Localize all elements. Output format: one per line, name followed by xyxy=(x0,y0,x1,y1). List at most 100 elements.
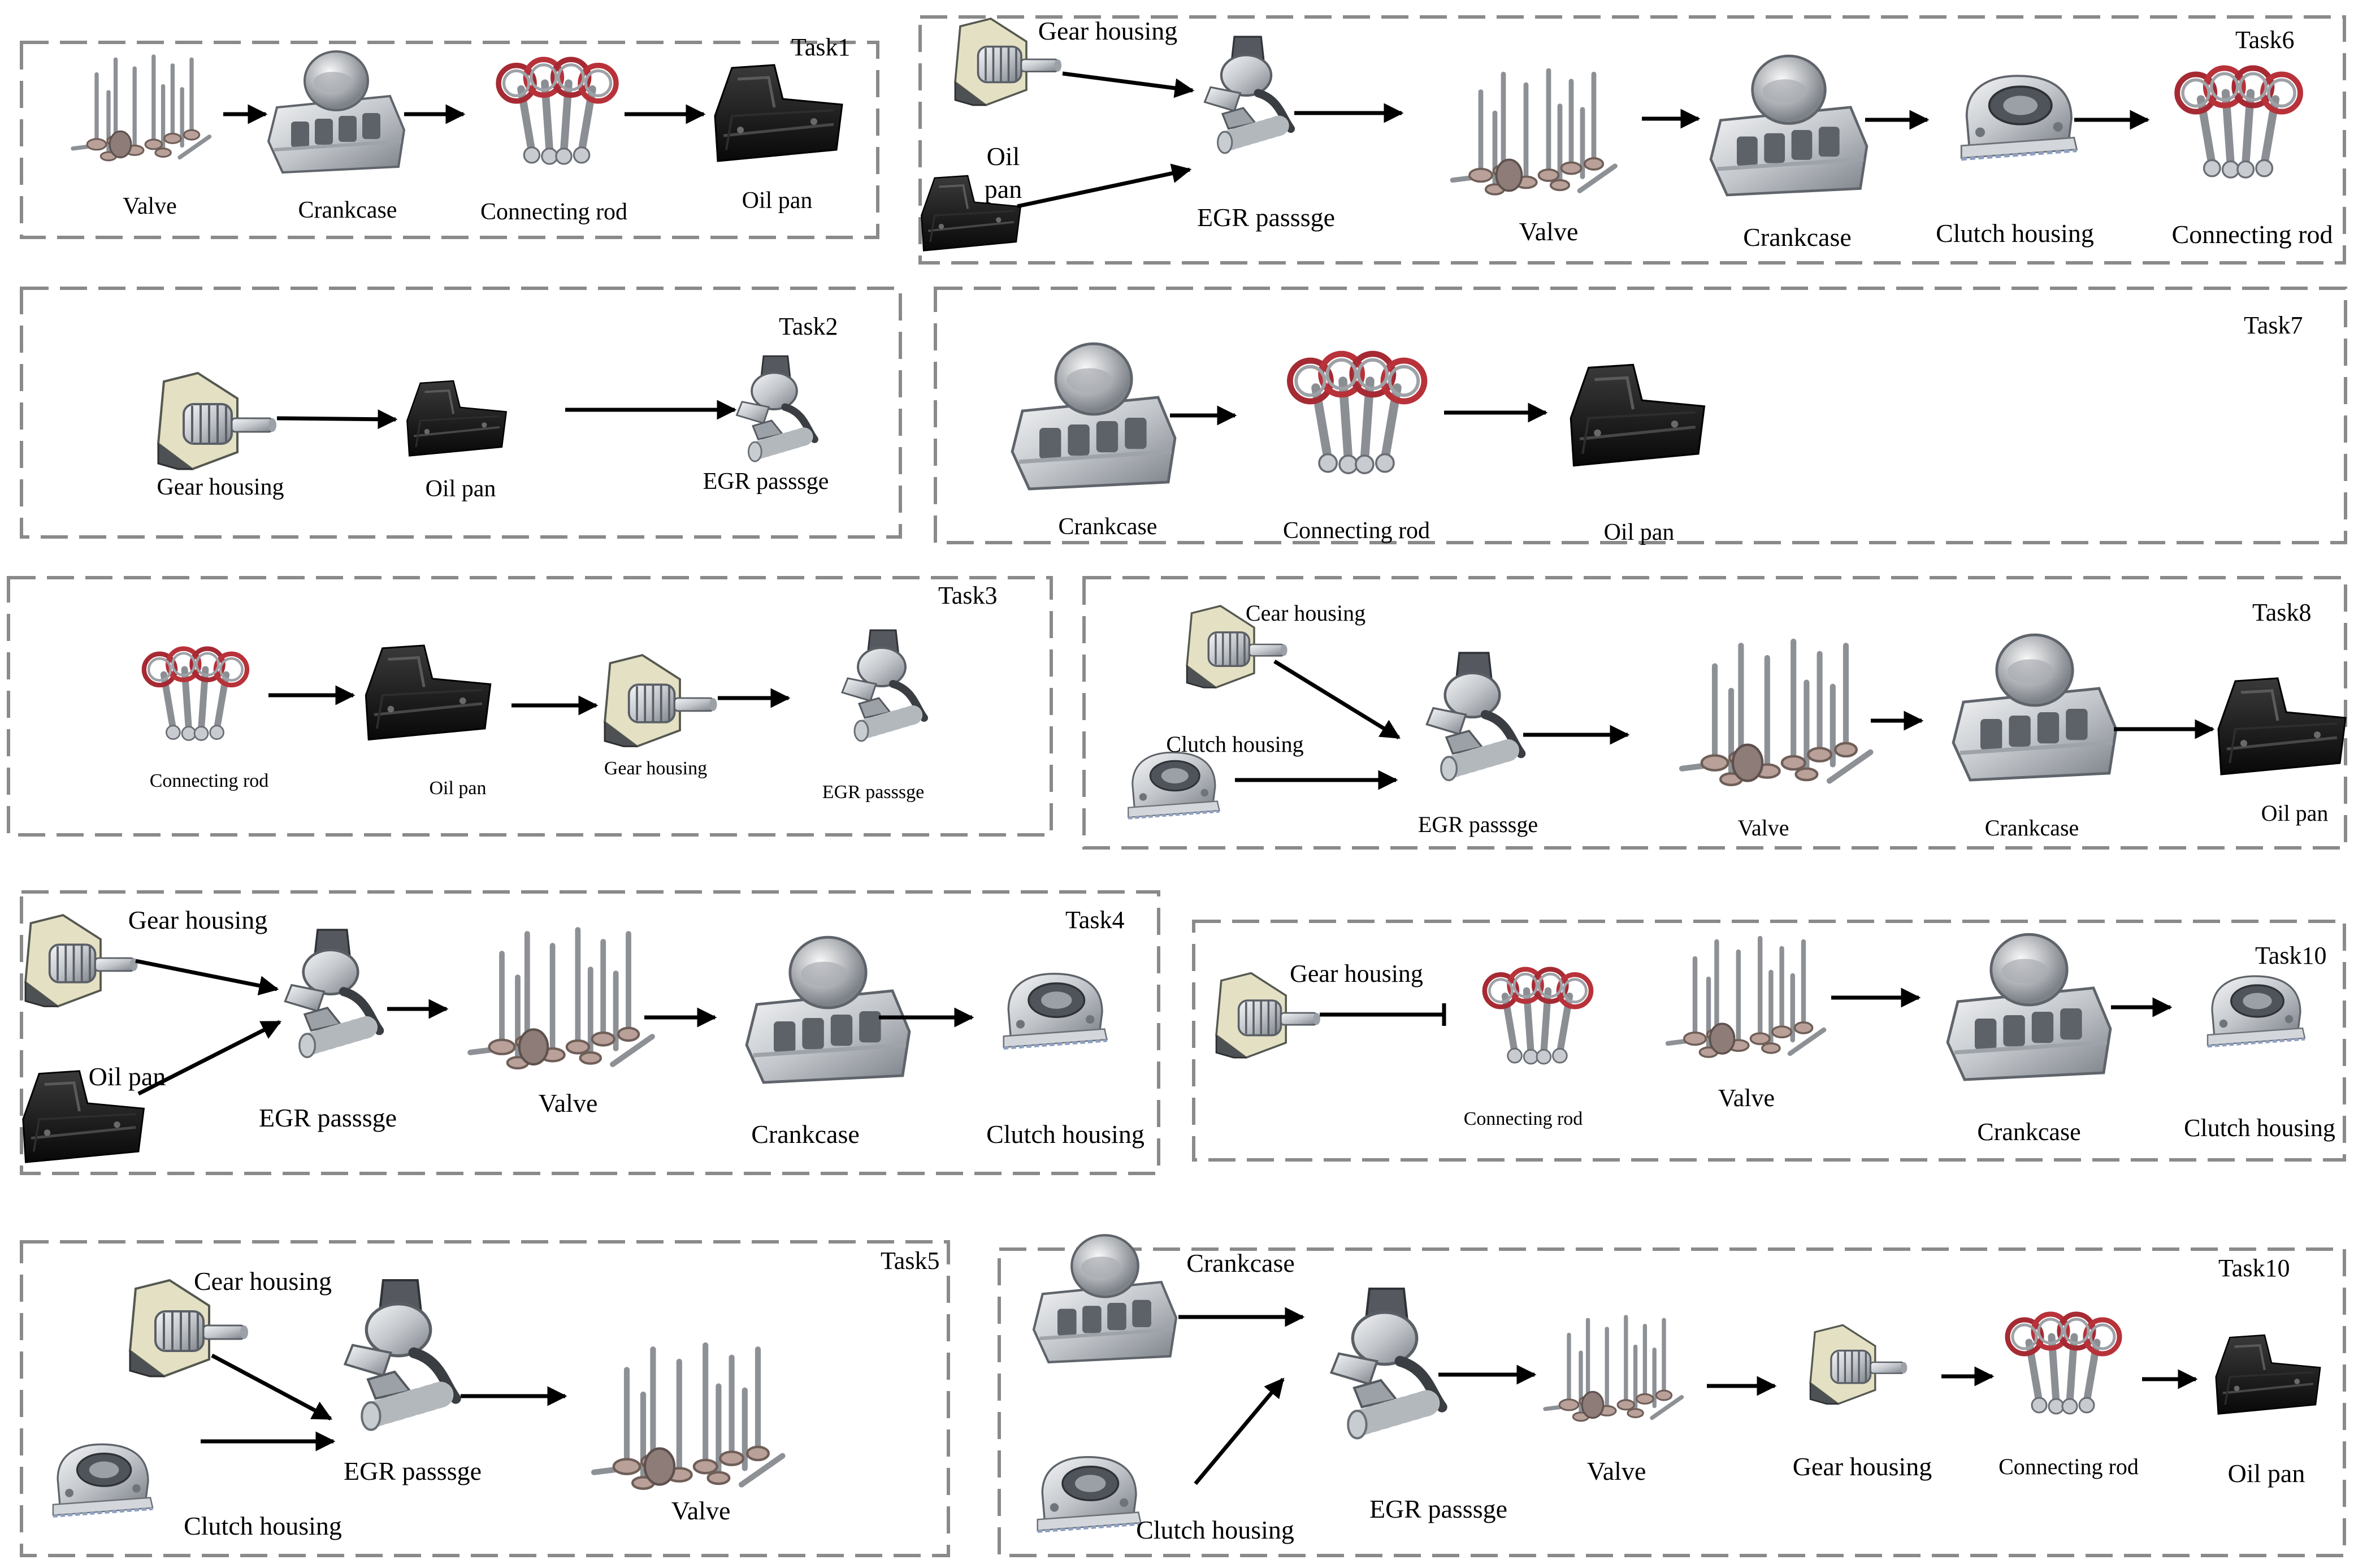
crankcase-icon xyxy=(1711,56,1867,195)
part-label: Valve xyxy=(1519,217,1579,246)
part-label: Gear housing xyxy=(1793,1452,1932,1481)
oil-pan-icon xyxy=(406,379,508,457)
connecting-rod-icon xyxy=(144,649,247,740)
part-label: EGR passsge xyxy=(1418,812,1538,837)
clutch-housing-icon xyxy=(1038,1457,1141,1532)
part-label: Clutch housing xyxy=(1166,731,1303,757)
part-label: Oil pan xyxy=(89,1062,166,1091)
flow-arrows xyxy=(1178,1307,2198,1485)
flow-arrows xyxy=(1235,660,2215,790)
gear-housing-icon xyxy=(1809,1324,1909,1405)
part-label: Crankcase xyxy=(1985,815,2079,841)
connecting-rod-icon xyxy=(2008,1314,2119,1414)
panel-task3: Task3 Connecting rod Oil pan Gear housin… xyxy=(7,576,1053,837)
panel-task1: Task1 Valve Crankcase Connecting rod Oil… xyxy=(20,33,879,239)
arrow xyxy=(211,1353,333,1421)
panel-task10-b: Task10 Crankcase Clutch housing EGR pass… xyxy=(998,1235,2346,1557)
part-label: EGR passsge xyxy=(1369,1494,1507,1523)
panel-border xyxy=(7,576,1053,837)
task-label: Task2 xyxy=(779,313,838,340)
valve-icon xyxy=(1453,71,1615,194)
oil-pan-icon xyxy=(1571,365,1704,466)
valve-icon xyxy=(1545,1317,1682,1421)
arrow xyxy=(276,409,398,430)
clutch-housing-icon xyxy=(2208,976,2305,1046)
oil-pan-icon xyxy=(2216,1335,2321,1414)
clutch-housing-icon xyxy=(53,1444,153,1516)
part-label: Valve xyxy=(1587,1457,1646,1485)
panel-task2: Task2 Gear housing Oil pan EGR passsge xyxy=(20,287,902,539)
flow-arrows xyxy=(268,685,791,716)
oil-pan-icon xyxy=(2218,678,2346,774)
task-label: Task3 xyxy=(938,582,997,609)
part-label: Oil pan xyxy=(426,476,496,502)
egr-passage-icon xyxy=(842,630,924,741)
panel-border xyxy=(20,890,1160,1175)
flow-arrows xyxy=(135,959,974,1096)
task-label: Task5 xyxy=(881,1247,939,1275)
part-label: EGR passsge xyxy=(344,1457,482,1485)
flow-arrows xyxy=(276,400,737,430)
flow-arrows xyxy=(1320,987,2173,1026)
panel-task4: Task4 Gear housing Oil pan EGR passsge V… xyxy=(20,890,1160,1175)
part-label: Valve xyxy=(1718,1084,1775,1112)
connecting-rod-icon xyxy=(1485,969,1591,1064)
egr-passage-icon xyxy=(1427,653,1521,780)
part-label: Valve xyxy=(671,1496,731,1525)
part-label: Connecting rod xyxy=(480,199,627,225)
part-label: Gear housing xyxy=(1038,16,1178,45)
part-label: Gear housing xyxy=(128,906,268,934)
part-label: Cear housing xyxy=(1246,600,1365,626)
part-label: pan xyxy=(985,175,1022,203)
task-label: Task8 xyxy=(2252,599,2311,626)
part-label: EGR passsge xyxy=(703,469,829,495)
arrow xyxy=(1273,660,1401,739)
oil-pan-icon xyxy=(715,65,842,161)
part-label: Clutch housing xyxy=(1936,219,2094,248)
arrow xyxy=(1062,71,1195,98)
egr-passage-icon xyxy=(345,1280,456,1430)
panel-border xyxy=(918,15,2346,265)
part-label: Valve xyxy=(539,1089,598,1117)
clutch-housing-icon xyxy=(1961,76,2076,159)
arrow xyxy=(135,959,279,995)
panel-border xyxy=(934,287,2347,544)
gear-housing-icon xyxy=(157,372,278,470)
panel-task8: Task8 Cear housing Clutch housing EGR pa… xyxy=(1082,576,2347,850)
part-label: Valve xyxy=(123,193,177,219)
valve-icon xyxy=(1682,642,1871,785)
panel-border xyxy=(998,1247,2346,1557)
crankcase-icon xyxy=(268,51,404,172)
egr-passage-icon xyxy=(1332,1289,1442,1439)
part-label: Crankcase xyxy=(1059,514,1158,540)
part-label: EGR passsge xyxy=(259,1103,397,1132)
part-label: Crankcase xyxy=(1977,1118,2080,1146)
panel-task5: Task5 Cear housing Clutch housing EGR pa… xyxy=(20,1240,950,1557)
part-label: Oil pan xyxy=(2261,800,2329,826)
part-label: Oil pan xyxy=(742,188,813,214)
arrow xyxy=(1194,1377,1285,1485)
crankcase-icon xyxy=(747,937,909,1082)
part-label: Gear housing xyxy=(157,474,284,500)
part-label: Oil pan xyxy=(2228,1459,2305,1488)
part-label: Crankcase xyxy=(298,197,397,223)
part-label: Connecting rod xyxy=(150,770,269,791)
gear-housing-icon xyxy=(24,914,139,1008)
panel-border xyxy=(20,1240,950,1557)
part-label: Oil xyxy=(987,142,1020,171)
panel-border xyxy=(1082,576,2347,850)
panel-task7: Task7 Crankcase Connecting rod Oil pan xyxy=(934,287,2347,545)
panel-task10-a: Task10 Gear housing Connecting rod Valve… xyxy=(1192,920,2346,1162)
part-label: Connecting rod xyxy=(2172,220,2333,249)
egr-passage-icon xyxy=(1205,37,1291,153)
part-label: Clutch housing xyxy=(184,1511,342,1540)
part-label: Oil pan xyxy=(429,778,486,799)
task-label: Task7 xyxy=(2244,311,2303,339)
part-label: Crankcase xyxy=(751,1120,860,1149)
valve-icon xyxy=(594,1345,783,1489)
connecting-rod-icon xyxy=(2177,68,2300,178)
task-label: Task4 xyxy=(1065,906,1124,934)
task-label: Task6 xyxy=(2235,26,2294,54)
part-label: EGR passsge xyxy=(822,782,924,803)
